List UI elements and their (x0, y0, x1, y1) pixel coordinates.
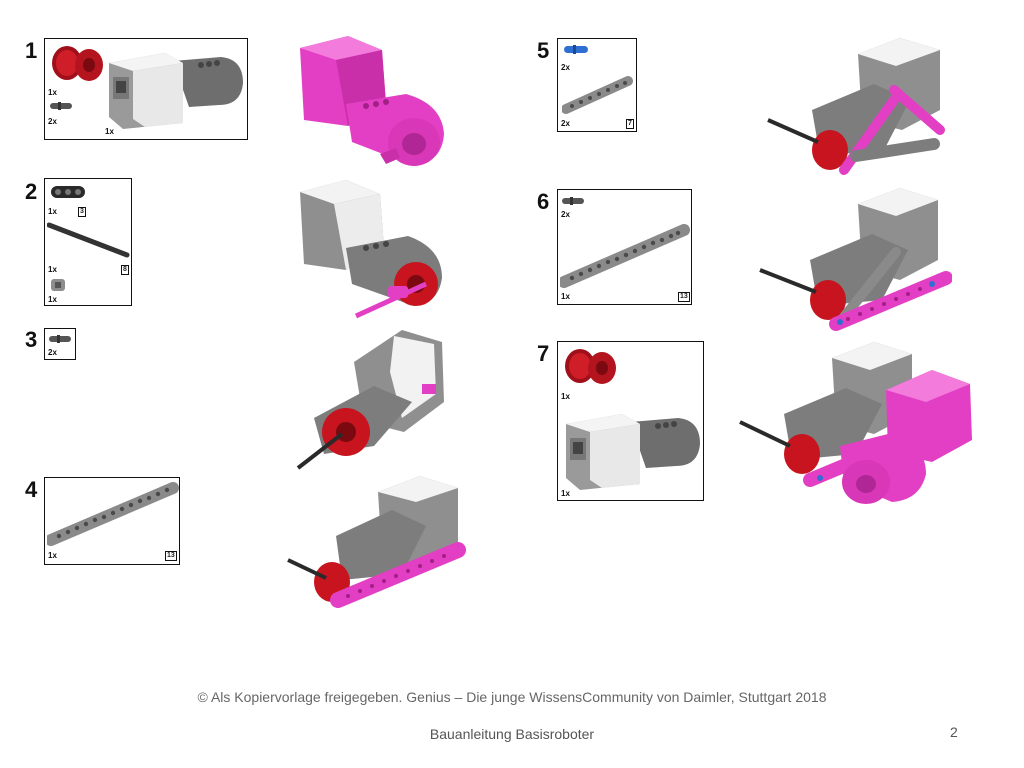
document-title: Bauanleitung Basisroboter (429, 726, 595, 742)
beam-part-icon (562, 76, 633, 114)
part-quantity: 1x (48, 88, 57, 97)
step-number: 7 (537, 341, 550, 366)
page-number: 2 (950, 724, 958, 740)
part-quantity: 2x (561, 119, 570, 128)
step5-model-illustration (767, 38, 945, 175)
bush-part-icon (51, 279, 65, 291)
part-quantity: 1x (48, 551, 57, 560)
part-quantity: 1x (561, 489, 570, 498)
part-length-label: 3 (78, 207, 86, 217)
parts-callout: 2x 2x 7 (557, 38, 637, 132)
parts-callout: 1x 1x (557, 341, 704, 501)
long-beam-part-icon (47, 482, 179, 546)
step-number: 3 (25, 327, 38, 352)
part-quantity: 2x (561, 210, 570, 219)
part-quantity: 1x (105, 127, 114, 136)
part-quantity: 2x (48, 348, 57, 357)
part-quantity: 1x (48, 295, 57, 304)
large-motor-part-icon (109, 53, 243, 129)
black-beam-part-icon (51, 186, 85, 198)
part-quantity: 2x (48, 117, 57, 126)
long-beam-part-icon (560, 224, 690, 288)
parts-callout: 1x 3 1x 8 1x (44, 178, 132, 306)
step7-model-illustration (739, 342, 972, 504)
parts-callout: 1x 2x 1x (44, 38, 248, 140)
part-length-label: 13 (678, 292, 690, 302)
parts-callout: 2x (44, 328, 76, 360)
part-length-label: 7 (626, 119, 634, 129)
step6-model-illustration (759, 188, 952, 331)
red-hub-part-icon (52, 46, 103, 81)
step-number: 2 (25, 179, 38, 204)
step4-model-illustration (287, 476, 466, 608)
red-hub-part-icon (565, 349, 616, 384)
long-axle-part-icon (47, 222, 130, 258)
parts-callout: 2x 1x 13 (557, 189, 692, 305)
part-quantity: 1x (48, 207, 57, 216)
step-number: 4 (25, 477, 38, 502)
copyright-notice: © Als Kopiervorlage freigegeben. Genius … (197, 689, 827, 705)
part-length-label: 8 (121, 265, 129, 275)
axle-pin-part-icon (562, 197, 584, 205)
step-number: 1 (25, 38, 38, 63)
large-motor-part-icon (566, 414, 700, 490)
axle-pin-part-icon (49, 335, 71, 343)
part-length-label: 13 (165, 551, 177, 561)
part-quantity: 2x (561, 63, 570, 72)
parts-callout: 1x 13 (44, 477, 180, 565)
step-number: 6 (537, 189, 550, 214)
step-number: 5 (537, 38, 550, 63)
part-quantity: 1x (48, 265, 57, 274)
part-quantity: 1x (561, 392, 570, 401)
axle-pin-part-icon (50, 102, 72, 110)
part-quantity: 1x (561, 292, 570, 301)
step3-model-illustration (296, 330, 444, 470)
step2-model-illustration (300, 180, 442, 319)
blue-pin-part-icon (564, 45, 588, 54)
step1-model-illustration (300, 36, 444, 166)
